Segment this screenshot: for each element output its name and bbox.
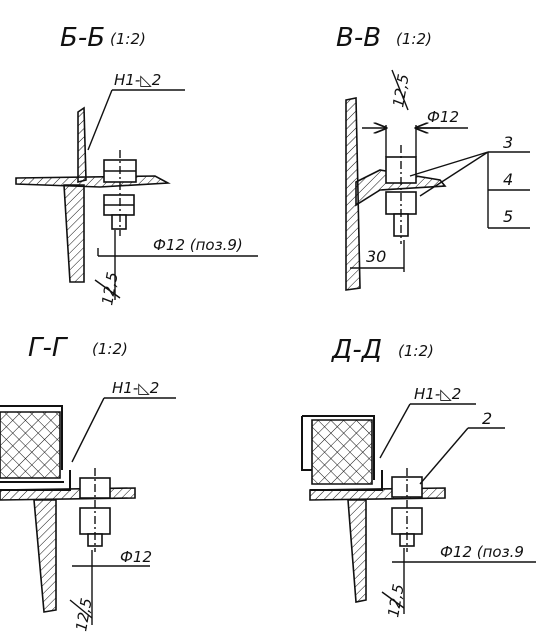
section-title: Г-Г (28, 333, 69, 363)
dim-bottom: 30 (366, 247, 386, 266)
dim-12-5: 12,5 (384, 583, 408, 619)
section-title: В-В (336, 23, 381, 53)
section-title: Д-Д (331, 335, 382, 365)
callout-3: 3 (503, 133, 513, 152)
insulation (0, 411, 61, 479)
callout-2: 2 (482, 409, 492, 428)
dim-12-5: 12,5 (72, 597, 96, 633)
dia-note: Ф12 (поз.9) (153, 236, 243, 254)
section-g-g: Г-Г (1:2) Н1-◺2 Ф12 12,5 (0, 333, 176, 633)
section-title: Б-Б (60, 23, 105, 53)
angle-leg (33, 499, 57, 613)
section-scale: (1:2) (398, 342, 434, 360)
section-v-v: В-В (1:2) Ф12 12,5 30 3 (336, 23, 530, 291)
dim-12-5: 12,5 (98, 271, 122, 307)
callout-5: 5 (503, 207, 513, 226)
weld-note: Н1-◺2 (114, 71, 161, 89)
callout-table: 3 4 5 (487, 133, 530, 229)
dia-note: Ф12 (427, 108, 459, 126)
plate (355, 169, 447, 207)
plate (0, 487, 136, 501)
section-scale: (1:2) (396, 30, 432, 48)
section-d-d: Д-Д (1:2) Н1-◺2 2 Ф12 (поз.9 12,5 (301, 335, 536, 619)
dia-note: Ф12 (поз.9 (440, 543, 524, 561)
section-b-b: Б-Б (1:2) Н1-◺2 Ф12 (поз.9) 12,5 (15, 23, 258, 307)
weld-note: Н1-◺2 (112, 379, 159, 397)
dim-top: 12,5 (389, 73, 413, 109)
section-scale: (1:2) (92, 340, 128, 358)
flange (77, 106, 87, 184)
angle-leg (345, 97, 361, 291)
angle-leg (63, 184, 85, 283)
plate (15, 175, 171, 188)
insulation (311, 419, 373, 485)
bolt-shank (111, 214, 127, 230)
plate (309, 487, 446, 501)
dia-note: Ф12 (120, 548, 152, 566)
section-scale: (1:2) (110, 30, 146, 48)
angle-leg (347, 499, 367, 603)
weld-note: Н1-◺2 (414, 385, 461, 403)
callout-4: 4 (503, 170, 513, 189)
